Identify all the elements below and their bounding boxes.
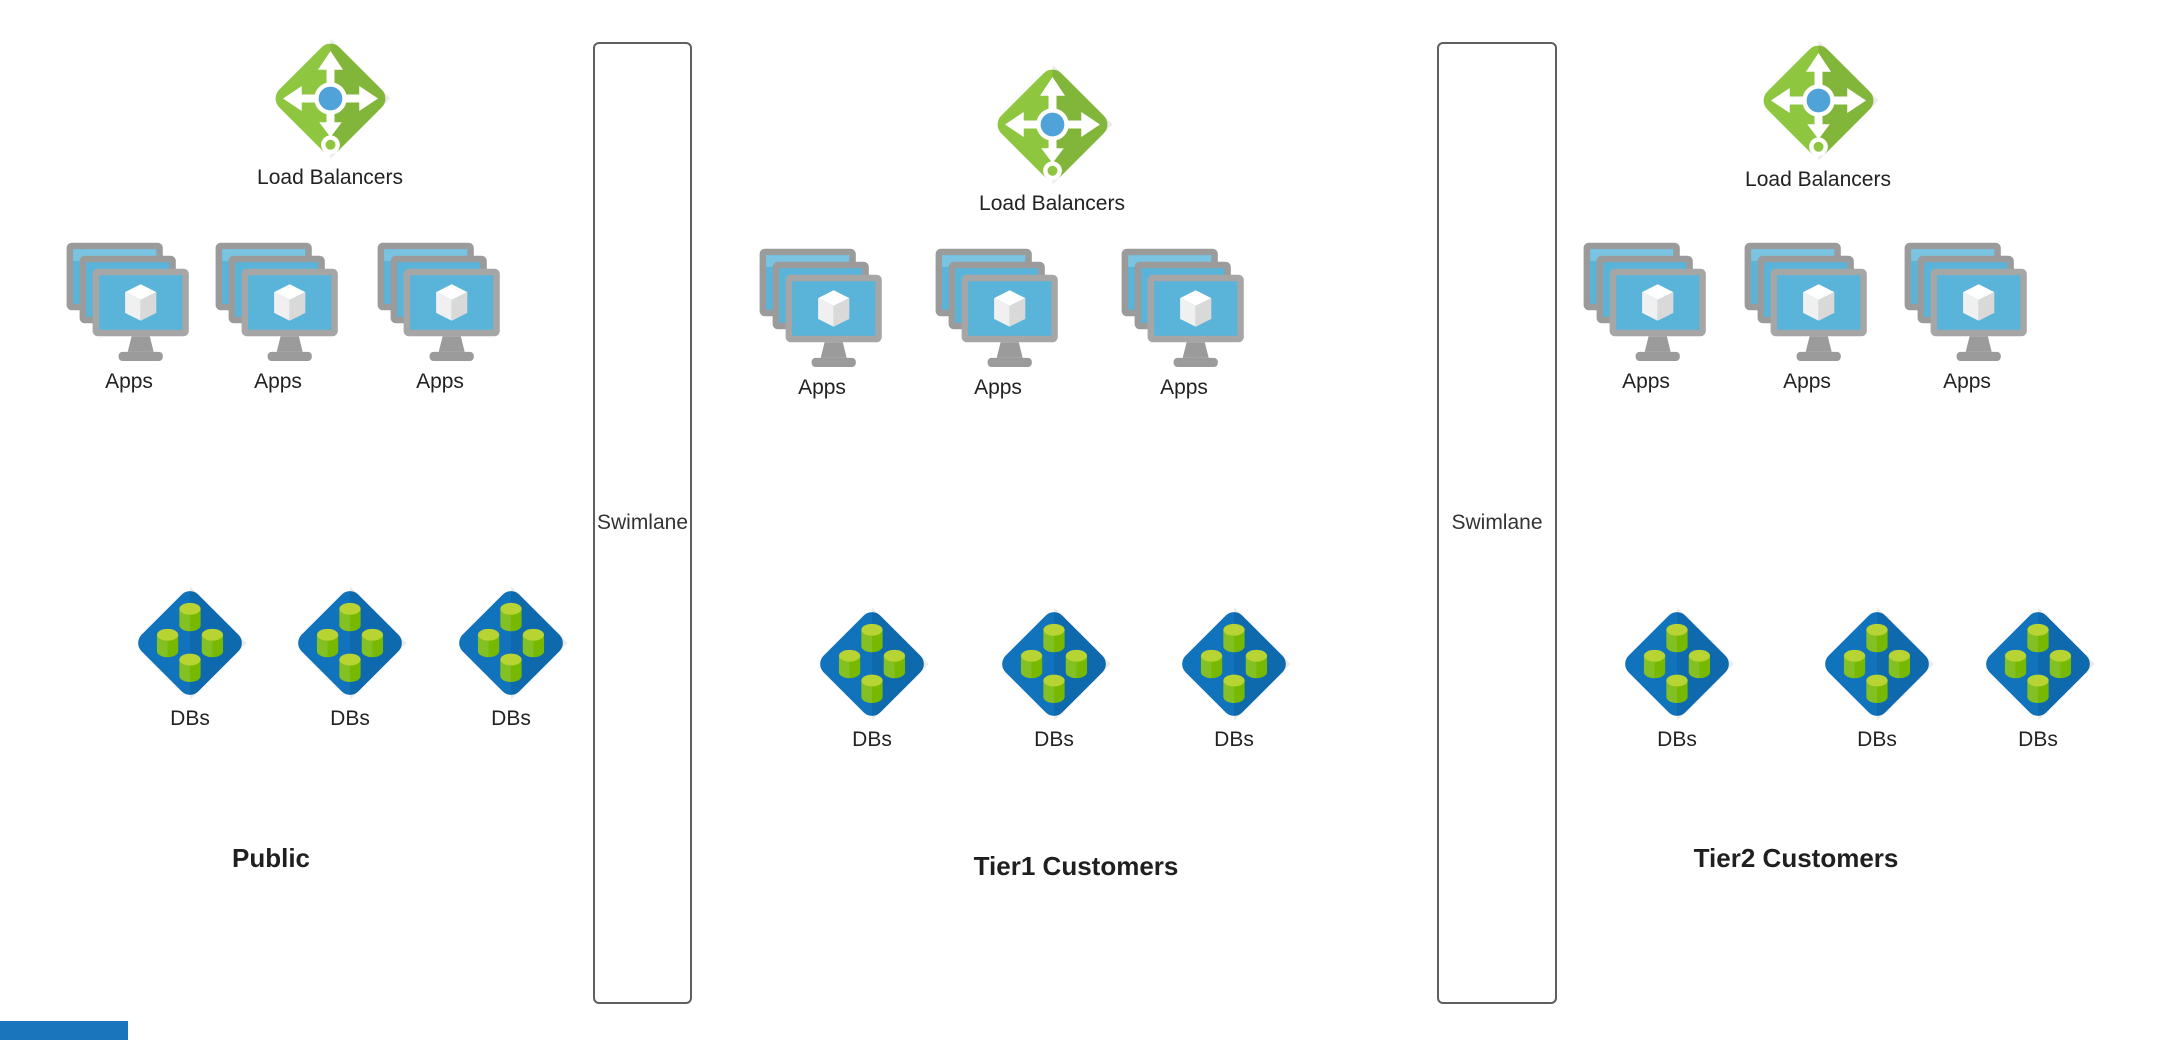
- apps-label: Apps: [974, 376, 1022, 399]
- load-balancer-icon: [1756, 38, 1881, 163]
- dbs-label: DBs: [330, 707, 370, 730]
- dbs-node: DBs: [1787, 605, 1967, 752]
- database-cluster-icon: [1618, 605, 1736, 723]
- apps-node: Apps: [732, 246, 912, 400]
- database-cluster-icon: [1818, 605, 1936, 723]
- dbs-label: DBs: [170, 707, 210, 730]
- swimlane-label: Swimlane: [1451, 511, 1543, 534]
- dbs-node: DBs: [782, 605, 962, 752]
- app-server-stack-icon: [933, 246, 1063, 371]
- dbs-label: DBs: [1214, 728, 1254, 751]
- apps-node: Apps: [39, 240, 219, 394]
- load-balancer-label: Load Balancers: [1745, 168, 1891, 191]
- database-cluster-icon: [452, 584, 570, 702]
- dbs-label: DBs: [2018, 728, 2058, 751]
- section-title-tier2: Tier2 Customers: [1693, 843, 1899, 873]
- dbs-node: DBs: [1948, 605, 2128, 752]
- swimlane-divider: Swimlane: [1437, 42, 1557, 1004]
- dbs-node: DBs: [1144, 605, 1324, 752]
- apps-label: Apps: [416, 370, 464, 393]
- dbs-node: DBs: [260, 584, 440, 731]
- database-cluster-icon: [1175, 605, 1293, 723]
- apps-node: Apps: [1717, 240, 1897, 394]
- apps-label: Apps: [1622, 370, 1670, 393]
- load-balancer-icon: [268, 36, 393, 161]
- database-cluster-icon: [291, 584, 409, 702]
- app-server-stack-icon: [1742, 240, 1872, 365]
- load-balancer-label: Load Balancers: [257, 166, 403, 189]
- apps-label: Apps: [1943, 370, 1991, 393]
- app-server-stack-icon: [757, 246, 887, 371]
- apps-node: Apps: [1556, 240, 1736, 394]
- apps-node: Apps: [350, 240, 530, 394]
- dbs-node: DBs: [964, 605, 1144, 752]
- bottom-left-blue-strip: [0, 1021, 128, 1040]
- section-title-tier1: Tier1 Customers: [973, 851, 1179, 881]
- dbs-label: DBs: [1034, 728, 1074, 751]
- dbs-label: DBs: [491, 707, 531, 730]
- dbs-label: DBs: [852, 728, 892, 751]
- swimlane-label: Swimlane: [596, 511, 689, 534]
- apps-label: Apps: [1783, 370, 1831, 393]
- load-balancer-icon: [990, 62, 1115, 187]
- apps-node: Apps: [188, 240, 368, 394]
- apps-node: Apps: [1094, 246, 1274, 400]
- app-server-stack-icon: [1119, 246, 1249, 371]
- load-balancer-node: Load Balancers: [1693, 38, 1943, 192]
- dbs-node: DBs: [421, 584, 601, 731]
- apps-label: Apps: [105, 370, 153, 393]
- database-cluster-icon: [131, 584, 249, 702]
- apps-node: Apps: [908, 246, 1088, 400]
- app-server-stack-icon: [375, 240, 505, 365]
- dbs-label: DBs: [1857, 728, 1897, 751]
- app-server-stack-icon: [213, 240, 343, 365]
- apps-label: Apps: [798, 376, 846, 399]
- database-cluster-icon: [995, 605, 1113, 723]
- swimlane-divider: Swimlane: [593, 42, 692, 1004]
- dbs-label: DBs: [1657, 728, 1697, 751]
- dbs-node: DBs: [1587, 605, 1767, 752]
- section-title-public: Public: [231, 843, 310, 873]
- database-cluster-icon: [1979, 605, 2097, 723]
- apps-label: Apps: [1160, 376, 1208, 399]
- load-balancer-node: Load Balancers: [205, 36, 455, 190]
- load-balancer-node: Load Balancers: [927, 62, 1177, 216]
- app-server-stack-icon: [1581, 240, 1711, 365]
- load-balancer-label: Load Balancers: [979, 192, 1125, 215]
- database-cluster-icon: [813, 605, 931, 723]
- apps-node: Apps: [1877, 240, 2057, 394]
- app-server-stack-icon: [64, 240, 194, 365]
- apps-label: Apps: [254, 370, 302, 393]
- app-server-stack-icon: [1902, 240, 2032, 365]
- dbs-node: DBs: [100, 584, 280, 731]
